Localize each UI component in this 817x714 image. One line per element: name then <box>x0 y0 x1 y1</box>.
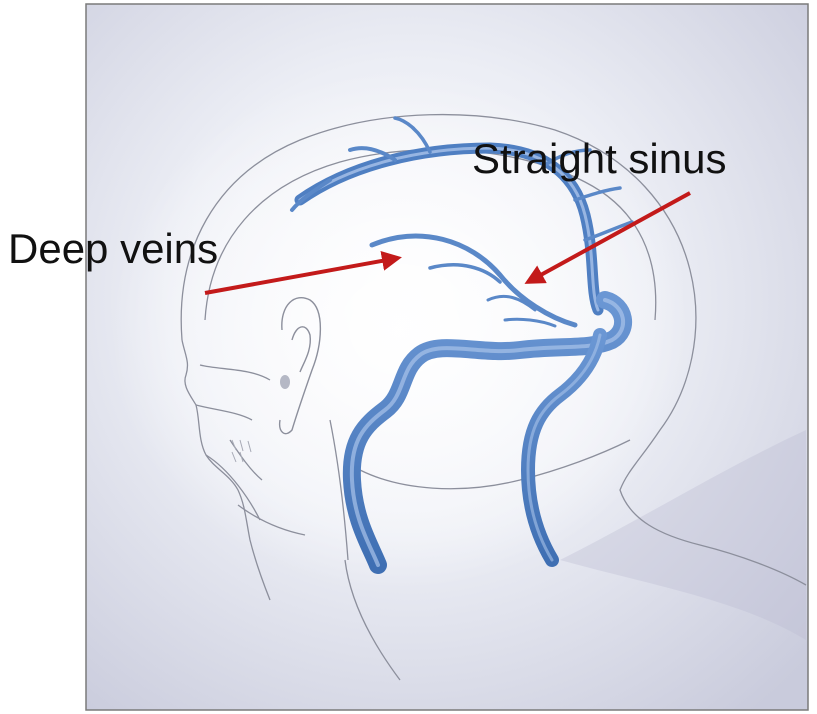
deep-veins-label: Deep veins <box>8 228 218 270</box>
straight-sinus-label: Straight sinus <box>472 138 726 180</box>
